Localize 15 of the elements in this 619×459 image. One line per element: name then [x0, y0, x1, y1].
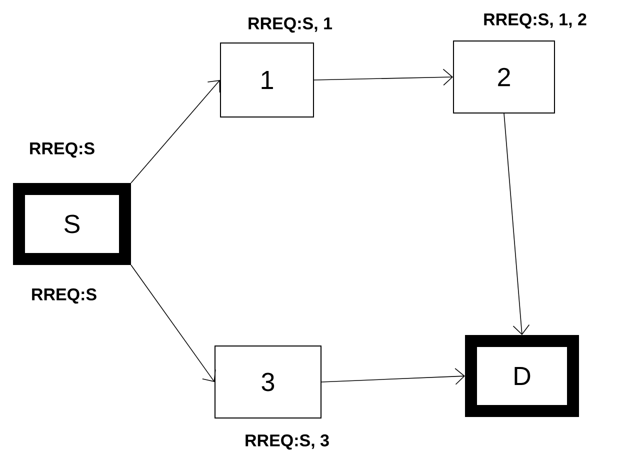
packet-label: RREQ:S [30, 142, 94, 158]
arrow [504, 113, 530, 335]
terminal-box: D [465, 335, 579, 417]
node-box: 1 [220, 42, 314, 118]
arrow [321, 368, 465, 385]
packet-label: RREQ:S, 1 [248, 17, 332, 33]
terminal-box: S [13, 183, 131, 265]
packet-label: RREQ:S, 1, 2 [484, 13, 586, 29]
arrow [314, 68, 453, 86]
arrow [130, 80, 220, 184]
packet-label: RREQ:S, 3 [246, 434, 329, 450]
node-box: 2 [453, 40, 555, 114]
node-box: 3 [214, 346, 322, 418]
packet-label: RREQ:S [32, 288, 96, 304]
arrow [130, 264, 216, 382]
